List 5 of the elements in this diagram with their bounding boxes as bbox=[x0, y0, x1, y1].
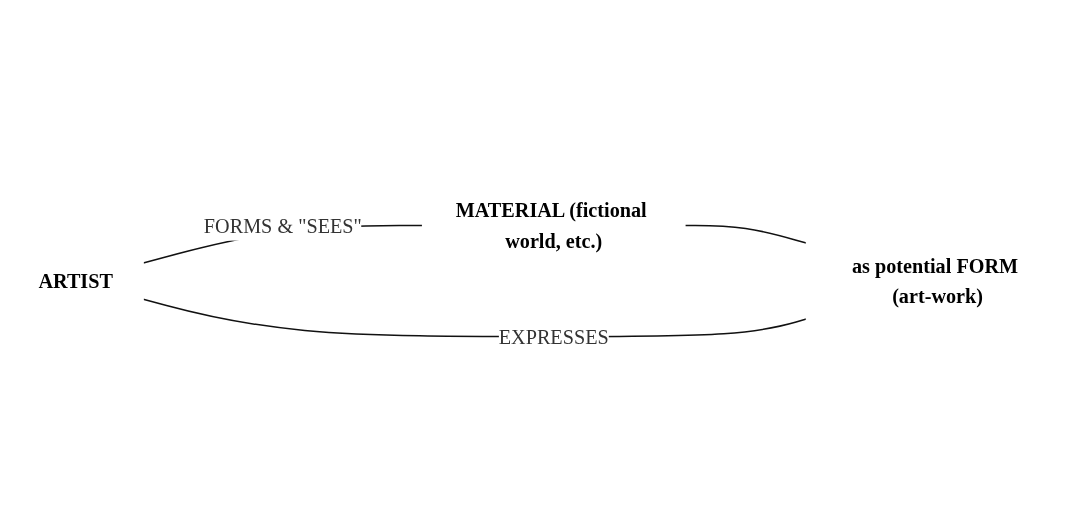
edge-label: EXPRESSES bbox=[498, 325, 609, 348]
edge-label: FORMS & "SEES" bbox=[203, 214, 362, 237]
node-text: as potential FORM (art-work) bbox=[852, 254, 1019, 308]
node-text: MATERIAL (fictional world, etc.) bbox=[455, 199, 647, 252]
node-text: ARTIST bbox=[38, 270, 113, 293]
